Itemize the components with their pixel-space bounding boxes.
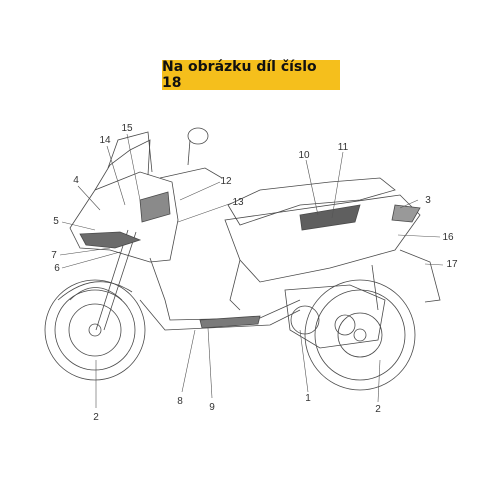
banner-text: Na obrázku díl číslo 18 [162, 59, 317, 91]
callout-2-front: 2 [93, 412, 99, 423]
callout-11: 11 [338, 142, 349, 153]
callout-15: 15 [121, 123, 133, 134]
windscreen [107, 131, 153, 173]
callout-9: 9 [209, 402, 215, 413]
callout-17: 17 [446, 259, 458, 270]
leader-lines [59, 133, 444, 408]
seat [227, 177, 396, 226]
callout-14: 14 [99, 135, 111, 146]
callout-3: 3 [425, 195, 431, 206]
callout-4: 4 [73, 175, 79, 186]
callout-12: 12 [220, 176, 232, 187]
front-wheel [44, 279, 146, 381]
license-holder [399, 249, 441, 303]
body-floor [139, 257, 301, 331]
callout-13: 13 [232, 197, 244, 208]
handlebar-mirror [159, 127, 223, 179]
rear-wheel [304, 279, 416, 391]
callout-8: 8 [177, 396, 183, 407]
engine-cvt [284, 284, 386, 349]
rear-body-panel [224, 194, 421, 311]
front-fork [95, 229, 137, 331]
callout-10: 10 [298, 150, 310, 161]
rear-shock [371, 264, 379, 311]
callout-6: 6 [54, 263, 60, 274]
callout-1: 1 [305, 393, 311, 404]
callout-5: 5 [53, 216, 59, 227]
part-number-banner: Na obrázku díl číslo 18 [162, 59, 340, 91]
callout-7: 7 [51, 250, 57, 261]
callout-2-rear: 2 [375, 404, 381, 415]
callout-16: 16 [442, 232, 454, 243]
front-fender [57, 281, 133, 301]
